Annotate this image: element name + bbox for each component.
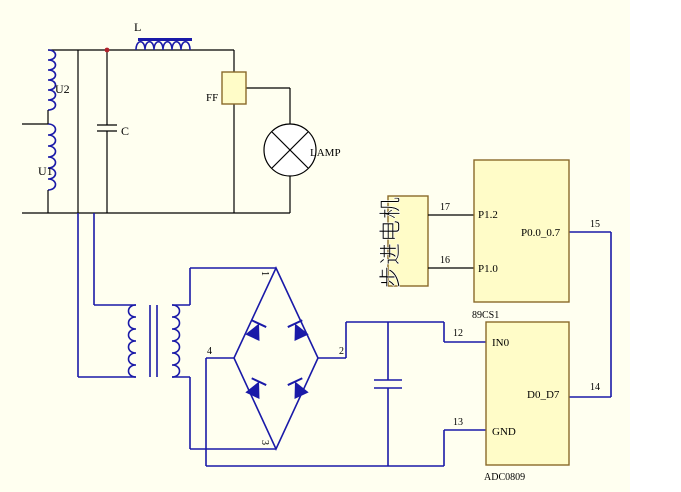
transformer-primary <box>127 304 137 378</box>
u1-label: U1 <box>38 164 53 178</box>
adc-name: ADC0809 <box>484 472 525 483</box>
adc-pin-d0: D0_D7 <box>527 389 560 401</box>
stepper-motor-box <box>387 195 429 287</box>
mcu-pin-p0: P0.0_0.7 <box>521 227 561 239</box>
transformer-secondary <box>171 304 181 378</box>
diode-top-right <box>287 319 309 342</box>
mcu-pin-p10: P1.0 <box>478 263 498 275</box>
mcu-pin-p12: P1.2 <box>478 209 498 221</box>
bridge-pin-3: 3 <box>259 440 270 445</box>
stepper-motor-label: 步进电机 <box>378 196 403 288</box>
mcu-chip <box>473 159 570 303</box>
stepper-pin-17: 17 <box>440 202 450 213</box>
bridge-pin-2: 2 <box>339 346 344 357</box>
inductor-label: L <box>134 20 141 34</box>
sensing-circuit <box>77 213 612 467</box>
u2-label: U2 <box>55 82 70 96</box>
ff-component <box>221 71 247 105</box>
bridge-pin-1: 1 <box>259 271 270 276</box>
mcu-name: 89CS1 <box>472 310 499 321</box>
bridge-pin-4: 4 <box>207 346 212 357</box>
adc-chip <box>485 321 570 466</box>
adc-pin-num-13: 13 <box>453 417 463 428</box>
coil-u2 <box>47 49 57 111</box>
lamp-symbol <box>263 123 317 177</box>
junction-dot <box>104 47 110 53</box>
coil-u1 <box>47 123 57 191</box>
adc-pin-in0: IN0 <box>492 337 510 349</box>
bridge-diodes <box>245 319 309 400</box>
adc-pin-num-14: 14 <box>590 382 600 393</box>
mcu-pin-num-15: 15 <box>590 219 600 230</box>
ff-label: FF <box>206 92 218 104</box>
inductor-coil <box>135 40 191 51</box>
adc-pin-num-12: 12 <box>453 328 463 339</box>
stepper-pin-16: 16 <box>440 255 450 266</box>
inductor-core <box>138 38 192 41</box>
diode-bottom-right <box>287 377 309 400</box>
lamp-label: LAMP <box>310 147 341 159</box>
adc-pin-gnd: GND <box>492 426 516 438</box>
diode-bottom-left <box>245 377 267 400</box>
diode-top-left <box>245 319 267 342</box>
capacitor-label: C <box>121 124 129 138</box>
